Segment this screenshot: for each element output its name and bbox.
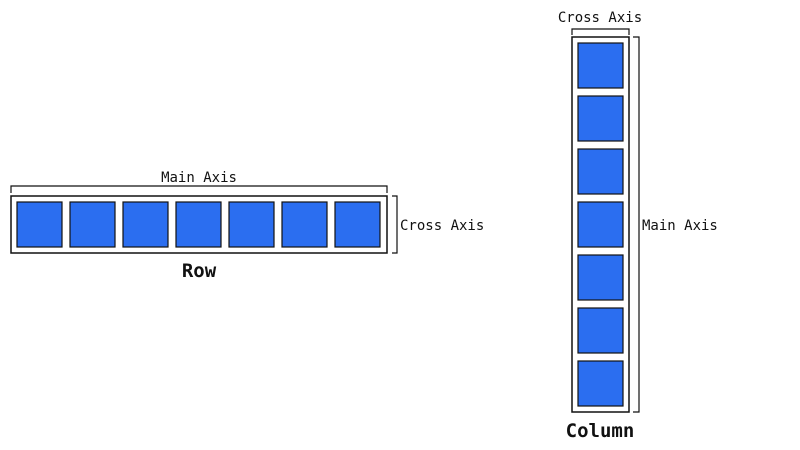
column-item (577, 95, 624, 142)
column-title: Column (566, 420, 635, 442)
row-cross-axis-bracket (392, 195, 398, 254)
row-item (175, 201, 222, 248)
row-items (16, 201, 381, 248)
column-items (577, 42, 624, 407)
row-item (69, 201, 116, 248)
column-item (577, 42, 624, 89)
row-item (334, 201, 381, 248)
row-main-axis-label: Main Axis (161, 170, 237, 186)
column-item (577, 201, 624, 248)
column-container (571, 36, 630, 413)
row-item (281, 201, 328, 248)
row-main-axis-bracket (10, 185, 388, 193)
row-group: Main Axis Cross Axis Row (10, 170, 484, 282)
row-cross-axis-label: Cross Axis (400, 218, 484, 234)
row-item (16, 201, 63, 248)
row-container (10, 195, 388, 254)
column-item (577, 148, 624, 195)
row-item (228, 201, 275, 248)
column-item (577, 360, 624, 407)
column-group: Cross Axis Main Axis Column (558, 10, 718, 442)
column-cross-axis-bracket (571, 28, 630, 35)
column-item (577, 307, 624, 354)
row-title: Row (182, 260, 217, 282)
column-item (577, 254, 624, 301)
column-main-axis-label: Main Axis (642, 218, 718, 234)
column-main-axis-bracket (633, 36, 640, 413)
column-cross-axis-label: Cross Axis (558, 10, 642, 26)
row-item (122, 201, 169, 248)
